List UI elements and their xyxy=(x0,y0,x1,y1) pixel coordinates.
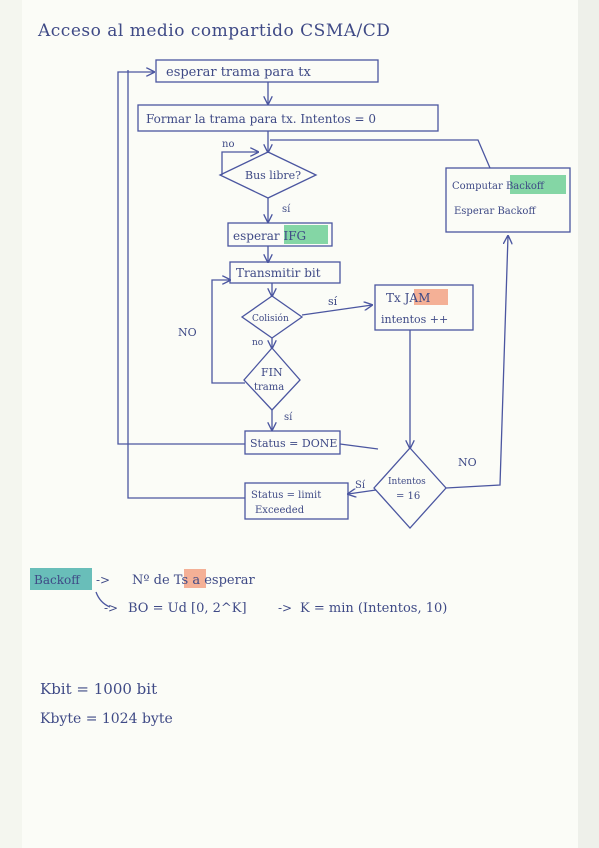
backoff-green-highlight xyxy=(510,175,566,194)
node-wait-frame: esperar trama para tx xyxy=(155,59,379,83)
compute-backoff-label: Computar Backoff xyxy=(452,181,545,192)
node-status-done: Status = DONE xyxy=(244,430,341,455)
wait-ifg-label: esperar IFG xyxy=(233,229,306,243)
page-left-edge xyxy=(0,0,22,848)
status-limit-line1: Status = limit xyxy=(251,490,321,501)
backoff-note-highlight xyxy=(30,568,92,590)
status-done-label: Status = DONE xyxy=(250,437,337,450)
collision-no-label: no xyxy=(252,338,263,348)
kbit-definition: Kbit = 1000 bit xyxy=(40,680,157,698)
end-frame-yes-label: sí xyxy=(284,412,293,423)
backoff-arrow-1: -> xyxy=(96,573,110,587)
loop-no-label: NO xyxy=(178,326,197,339)
flowchart-connectors xyxy=(117,70,508,499)
backoff-note-term: Backoff xyxy=(34,573,81,587)
wait-backoff-label: Esperar Backoff xyxy=(454,206,536,217)
transmit-bit-label: Transmitir bit xyxy=(236,266,321,280)
jam-highlight xyxy=(414,289,448,305)
page-title: Acceso al medio compartido CSMA/CD xyxy=(37,21,390,41)
node-form-frame: Formar la trama para tx. Intentos = 0 xyxy=(137,104,439,132)
collision-yes-label: sí xyxy=(328,295,338,308)
k-formula: K = min (Intentos, 10) xyxy=(300,601,447,616)
node-collision: Colisión xyxy=(240,295,304,339)
node-attempts-check: Intentos = 16 xyxy=(373,447,447,529)
node-end-frame: FIN trama xyxy=(243,347,301,411)
end-frame-line2: trama xyxy=(254,382,284,393)
attempts-yes-label: Sí xyxy=(355,480,366,491)
notes-section: Backoff -> Nº de Ts a esperar -> BO = Ud… xyxy=(30,568,447,727)
ts-highlight xyxy=(184,569,206,588)
bus-free-no-label: no xyxy=(222,139,234,150)
node-transmit-bit: Transmitir bit xyxy=(229,261,341,284)
node-status-limit: Status = limit Exceeded xyxy=(244,482,349,520)
backoff-arrow-3: -> xyxy=(278,601,292,615)
backoff-definition: Nº de Ts a esperar xyxy=(132,573,256,588)
node-compute-backoff: Computar Backoff Esperar Backoff xyxy=(445,167,571,233)
bo-formula: BO = Ud [0, 2^K] xyxy=(128,601,247,616)
attempts-check-line2: = 16 xyxy=(396,491,420,502)
backoff-arrow-2: -> xyxy=(104,601,118,615)
status-limit-line2: Exceeded xyxy=(255,505,305,516)
tx-jam-label: Tx JAM xyxy=(386,291,430,305)
wait-frame-label: esperar trama para tx xyxy=(166,65,311,80)
ifg-highlight xyxy=(284,225,328,244)
attempts-check-line1: Intentos xyxy=(388,477,426,487)
kbyte-definition: Kbyte = 1024 byte xyxy=(40,711,173,727)
page-shadow xyxy=(578,0,599,848)
bus-free-yes-label: sí xyxy=(282,204,291,215)
node-wait-ifg: esperar IFG xyxy=(227,222,333,247)
attempts-no-label: NO xyxy=(458,456,477,469)
end-frame-line1: FIN xyxy=(261,366,283,379)
attempts-inc-label: intentos ++ xyxy=(381,313,448,326)
bus-free-label: Bus libre? xyxy=(245,169,301,182)
collision-label: Colisión xyxy=(252,313,289,324)
node-bus-free: Bus libre? xyxy=(218,151,318,199)
form-frame-label: Formar la trama para tx. Intentos = 0 xyxy=(146,112,376,126)
node-tx-jam: Tx JAM intentos ++ xyxy=(374,284,474,331)
